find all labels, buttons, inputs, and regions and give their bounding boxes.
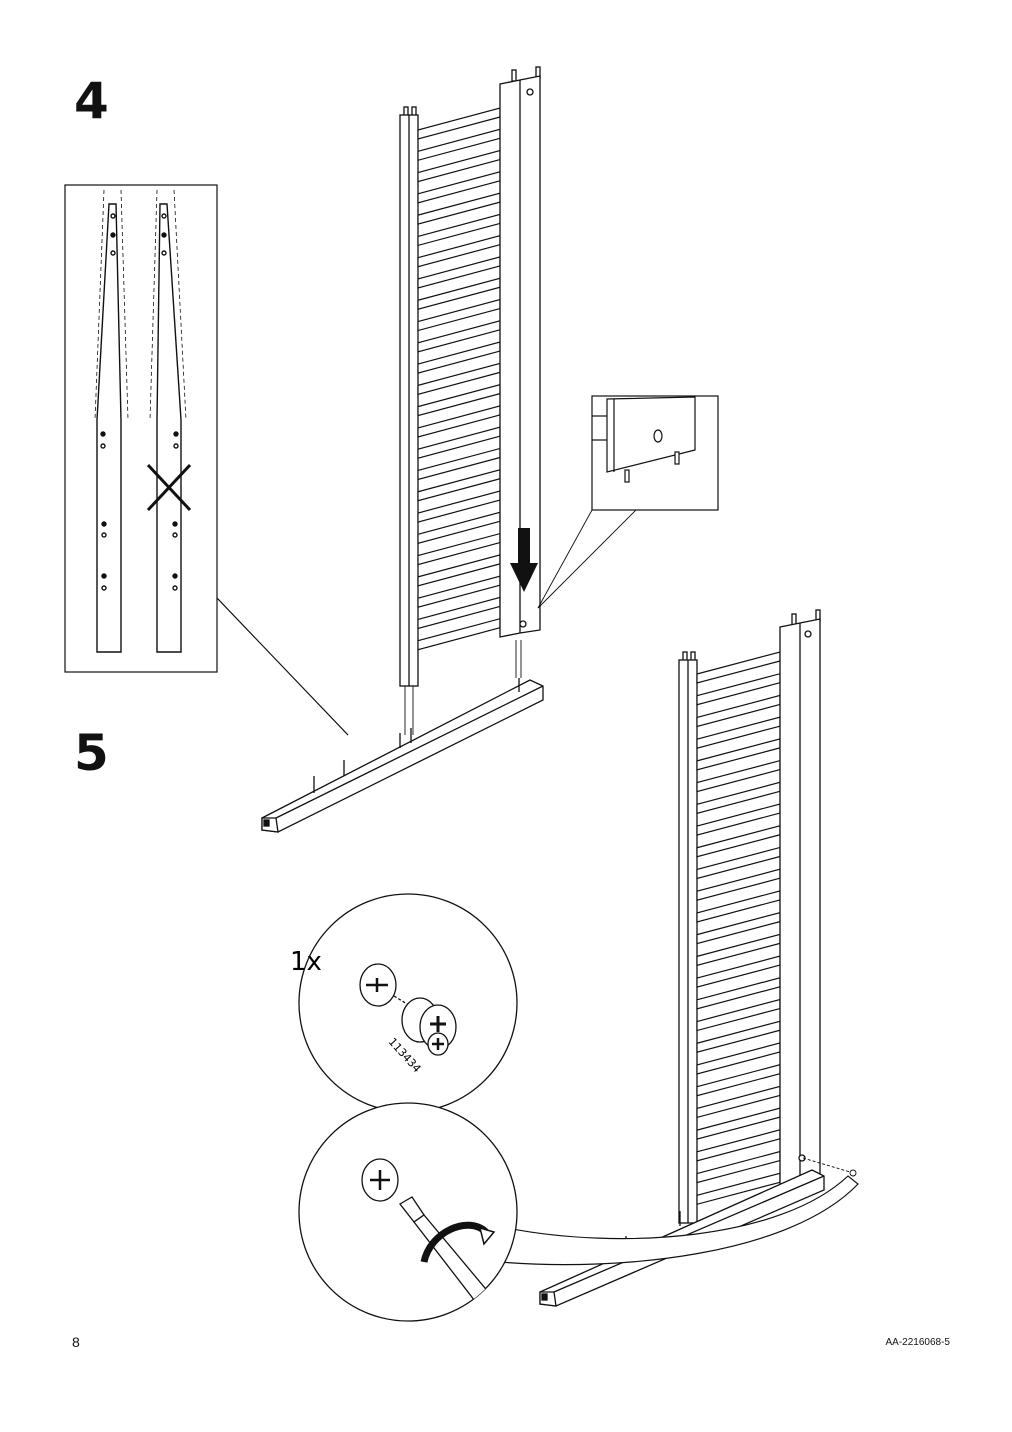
- down-arrow-icon: [510, 528, 538, 592]
- hardware-callout: [298, 893, 518, 1113]
- document-code: AA-2216068-5: [885, 1337, 951, 1348]
- dowel-detail: [537, 395, 719, 609]
- step-number-4: 4: [74, 72, 109, 130]
- incorrect-post: [149, 189, 187, 653]
- page-number: 8: [72, 1334, 80, 1350]
- end-panel-upright: [399, 66, 541, 687]
- callout-leader: [499, 1175, 859, 1266]
- post-orientation-detail: [64, 184, 349, 736]
- alignment-lines: [404, 640, 522, 735]
- base-rail: [261, 678, 544, 833]
- end-panel-assembled: [678, 609, 821, 1224]
- cam-lock-icon: [401, 997, 457, 1056]
- correct-post: [94, 189, 129, 653]
- tighten-callout: [298, 1102, 518, 1322]
- cross-mark-icon: [146, 463, 192, 512]
- quantity-label: 1x: [290, 947, 322, 977]
- cam-lock-target: [802, 1157, 857, 1177]
- step-number-5: 5: [74, 724, 109, 782]
